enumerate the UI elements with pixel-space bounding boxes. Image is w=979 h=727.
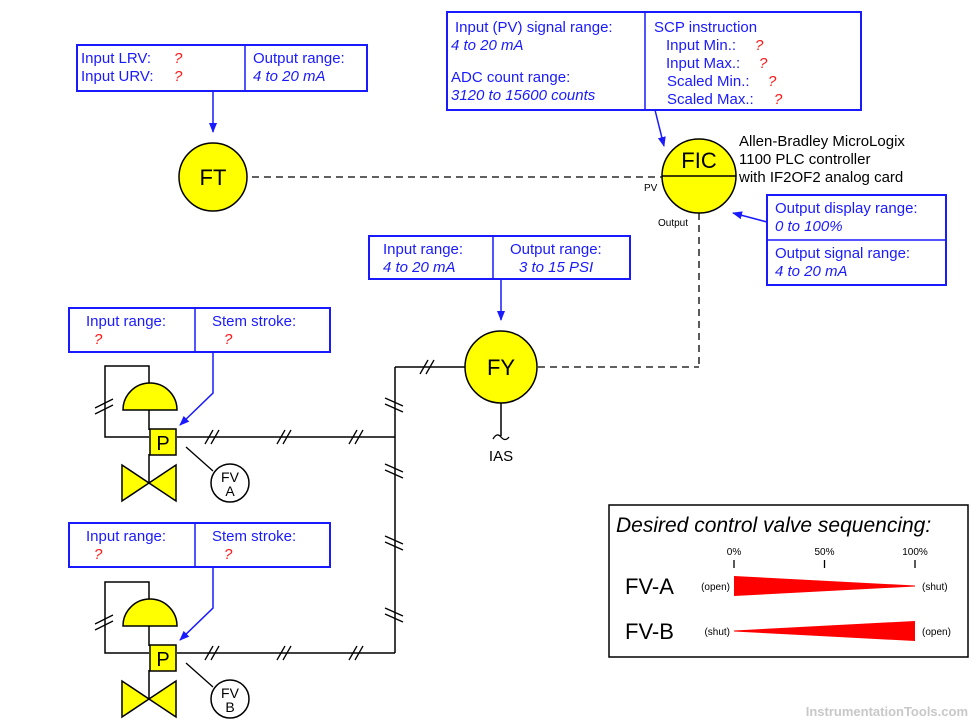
ias-label: IAS	[489, 448, 513, 465]
sequencing-rows: FV-A (open) (shut) FV-B (shut) (open)	[625, 574, 951, 644]
valve-a-stroke-label: Stem stroke:	[212, 313, 296, 330]
fic-callout: Input (PV) signal range: 4 to 20 mA ADC …	[446, 11, 862, 147]
sequencing-wedge	[734, 576, 915, 596]
valve-a-positioner-tag: P	[156, 433, 169, 455]
fy-instrument[interactable]: FY	[464, 330, 538, 404]
valve-b-stroke-label: Stem stroke:	[212, 528, 296, 545]
valve-a-input-value: ?	[94, 331, 103, 348]
ft-tag: FT	[200, 165, 227, 190]
ft-lrv-value: ?	[174, 50, 183, 67]
fic-instrument[interactable]: FIC	[661, 138, 737, 214]
output-signal-value: 4 to 20 mA	[775, 263, 848, 280]
scp-scaled-max-label: Scaled Max.:	[667, 91, 754, 108]
valve-a[interactable]: P FV A	[94, 365, 250, 503]
valve-a-callout: Input range: ? Stem stroke: ?	[68, 307, 331, 426]
fic-pv-value: 4 to 20 mA	[451, 37, 524, 54]
ft-callout: Input LRV: ? Input URV: ? Output range: …	[76, 44, 368, 133]
scp-scaled-max-value: ?	[774, 91, 783, 108]
valve-a-input-label: Input range:	[86, 313, 166, 330]
fy-input-value: 4 to 20 mA	[383, 259, 456, 276]
valve-b-callout-arrow	[179, 567, 214, 641]
valve-b-positioner-tag: P	[156, 649, 169, 671]
pneumatic-hash-marks	[204, 359, 435, 661]
scp-title: SCP instruction	[654, 19, 757, 36]
watermark: InstrumentationTools.com	[806, 704, 968, 719]
fic-description: Allen-Bradley MicroLogix 1100 PLC contro…	[738, 133, 905, 186]
fic-adc-value: 3120 to 15600 counts	[451, 87, 596, 104]
fic-output-callout: Output display range: 0 to 100% Output s…	[732, 194, 947, 286]
fic-adc-label: ADC count range:	[451, 69, 570, 86]
sequencing-panel: Desired control valve sequencing: 0% 50% 1…	[608, 504, 969, 658]
output-label: Output	[658, 218, 688, 229]
ft-urv-label: Input URV:	[81, 68, 154, 85]
sequencing-right-state: (shut)	[922, 582, 948, 593]
fic-callout-arrow	[654, 109, 666, 147]
scp-input-min-label: Input Min.:	[666, 37, 736, 54]
fic-tag: FIC	[681, 148, 717, 173]
valve-b-callout: Input range: ? Stem stroke: ?	[68, 522, 331, 641]
valve-b-input-value: ?	[94, 546, 103, 563]
sequencing-right-state: (open)	[922, 627, 951, 638]
fic-pv-label: Input (PV) signal range:	[455, 19, 613, 36]
fic-description-line1: Allen-Bradley MicroLogix	[739, 133, 905, 150]
valve-a-callout-arrow	[179, 352, 214, 426]
sequencing-tick-label: 50%	[814, 547, 834, 558]
fic-description-line2: 1100 PLC controller	[739, 151, 870, 168]
valve-b-input-label: Input range:	[86, 528, 166, 545]
scp-input-min-value: ?	[755, 37, 764, 54]
sequencing-left-state: (shut)	[704, 627, 730, 638]
valve-a-body	[121, 463, 177, 503]
scp-input-max-label: Input Max.:	[666, 55, 740, 72]
fy-callout: Input range: 4 to 20 mA Output range: 3 …	[368, 235, 631, 321]
valve-a-positioner	[149, 428, 177, 456]
sequencing-scale: 0% 50% 100%	[727, 547, 928, 568]
valve-a-stroke-value: ?	[224, 331, 233, 348]
fic-description-line3: with IF2OF2 analog card	[738, 169, 903, 186]
ft-lrv-label: Input LRV:	[81, 50, 151, 67]
output-display-label: Output display range:	[775, 200, 918, 217]
valve-b[interactable]: P FV B	[94, 581, 250, 719]
fic-output-callout-arrow	[732, 211, 768, 223]
fy-input-label: Input range:	[383, 241, 463, 258]
sequencing-wedge	[734, 621, 915, 641]
ft-output-label: Output range:	[253, 50, 345, 67]
scp-input-max-value: ?	[759, 55, 768, 72]
fv-b-tag-bottom: B	[225, 699, 234, 715]
fy-tag: FY	[487, 355, 515, 380]
sequencing-left-state: (open)	[701, 582, 730, 593]
fv-b-tag-top: FV	[221, 685, 240, 701]
valve-a-actuator-diaphragm	[122, 382, 178, 411]
sequencing-valve-name: FV-A	[625, 574, 674, 599]
scp-scaled-min-label: Scaled Min.:	[667, 73, 750, 90]
valve-b-stroke-value: ?	[224, 546, 233, 563]
pneumatic-lines	[177, 359, 465, 661]
valve-b-actuator-diaphragm	[122, 598, 178, 627]
fv-a-tag-top: FV	[221, 469, 240, 485]
sequencing-title: Desired control valve sequencing:	[616, 514, 931, 537]
fv-a-tag-bottom: A	[225, 483, 235, 499]
fv-a-bubble	[210, 463, 250, 503]
ft-output-value: 4 to 20 mA	[253, 68, 326, 85]
output-signal-label: Output signal range:	[775, 245, 910, 262]
pv-label: PV	[644, 183, 658, 194]
ft-urv-value: ?	[174, 68, 183, 85]
ias-tilde-icon	[492, 434, 510, 441]
valve-b-body	[121, 679, 177, 719]
ft-instrument[interactable]: FT	[178, 142, 248, 212]
output-display-value: 0 to 100%	[775, 218, 843, 235]
scp-scaled-min-value: ?	[768, 73, 777, 90]
fv-b-bubble	[210, 679, 250, 719]
sequencing-valve-name: FV-B	[625, 619, 674, 644]
sequencing-tick-label: 100%	[902, 547, 928, 558]
sequencing-tick-label: 0%	[727, 547, 742, 558]
fy-output-label: Output range:	[510, 241, 602, 258]
valve-b-positioner	[149, 644, 177, 672]
fy-output-value: 3 to 15 PSI	[519, 259, 593, 276]
